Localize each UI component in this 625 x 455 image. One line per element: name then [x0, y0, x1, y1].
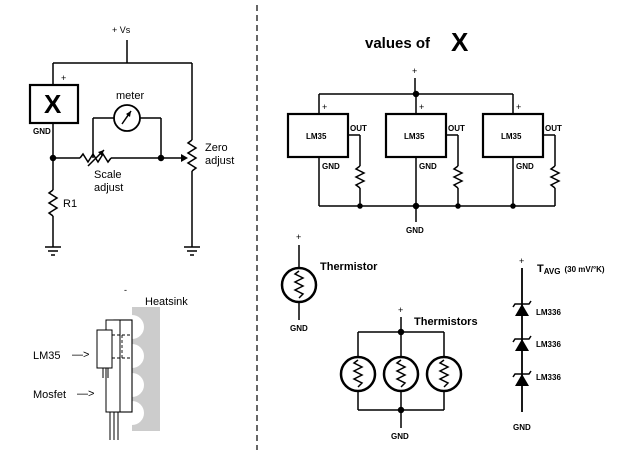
scale-label: Scale: [94, 169, 122, 181]
sensor3-label: LM35: [501, 132, 522, 141]
lm35-mount-label: LM35: [33, 350, 61, 362]
thermistor-gnd: GND: [290, 324, 308, 333]
sensor1-gnd: GND: [322, 162, 340, 171]
sensor3-gnd: GND: [516, 162, 534, 171]
zero-label: Zero: [205, 142, 228, 154]
box-plus: +: [61, 73, 66, 83]
title-symbol: X: [451, 27, 469, 57]
zero-pot: [186, 139, 198, 172]
heatsink-label: Heatsink: [145, 296, 188, 308]
meter-label: meter: [116, 90, 144, 102]
zener-plus: +: [519, 256, 524, 266]
supply-label: + Vs: [112, 25, 131, 35]
lm336-label-3: LM336: [536, 373, 561, 382]
scale-adjust-label: adjust: [94, 182, 123, 194]
sensor2-label: LM35: [404, 132, 425, 141]
zero-adjust-label: adjust: [205, 155, 234, 167]
sensor1-plus: +: [322, 102, 327, 112]
mosfet-arrow: —>: [77, 388, 94, 400]
tavg-sub: AVG: [544, 267, 561, 276]
thermistors-label: Thermistors: [414, 316, 478, 328]
lm336-label-1: LM336: [536, 308, 561, 317]
lm336-label-2: LM336: [536, 340, 561, 349]
tavg-label: TAVG(30 mV/°K): [537, 263, 605, 276]
thermistor-plus: +: [296, 232, 301, 242]
sensor1-label: LM35: [306, 132, 327, 141]
lm35-body: [96, 329, 113, 369]
thermistor-circle: [280, 266, 318, 304]
tavg-note: (30 mV/°K): [564, 265, 604, 274]
sensor3-out: OUT: [545, 124, 562, 133]
zener-gnd: GND: [513, 423, 531, 432]
mounting-drawing: [96, 307, 160, 440]
r1-label: R1: [63, 198, 77, 210]
sensor3-plus: +: [516, 102, 521, 112]
tavg-t: T: [537, 263, 544, 275]
box-symbol: X: [44, 89, 62, 119]
array-gnd: GND: [406, 226, 424, 235]
r1-resistor: [47, 189, 59, 217]
zener-stack: [512, 268, 532, 412]
single-thermistor: [280, 245, 318, 320]
array-top-plus: +: [412, 66, 417, 76]
thermistor-label: Thermistor: [320, 261, 378, 273]
box-gnd: GND: [33, 127, 51, 136]
sensor2-gnd: GND: [419, 162, 437, 171]
left-circuit: [28, 40, 200, 256]
sensor1-out: OUT: [350, 124, 367, 133]
parallel-thermistors: [339, 317, 463, 428]
mosfet-label: Mosfet: [33, 389, 66, 401]
sensor2-plus: +: [419, 102, 424, 112]
minus-mark: -: [124, 285, 127, 295]
title-text: values of: [365, 35, 431, 52]
thermistors-plus: +: [398, 305, 403, 315]
lm35-array: [286, 78, 561, 222]
lm35-arrow: —>: [72, 349, 89, 361]
sensor2-out: OUT: [448, 124, 465, 133]
thermistors-gnd: GND: [391, 432, 409, 441]
x-box: [28, 83, 80, 125]
